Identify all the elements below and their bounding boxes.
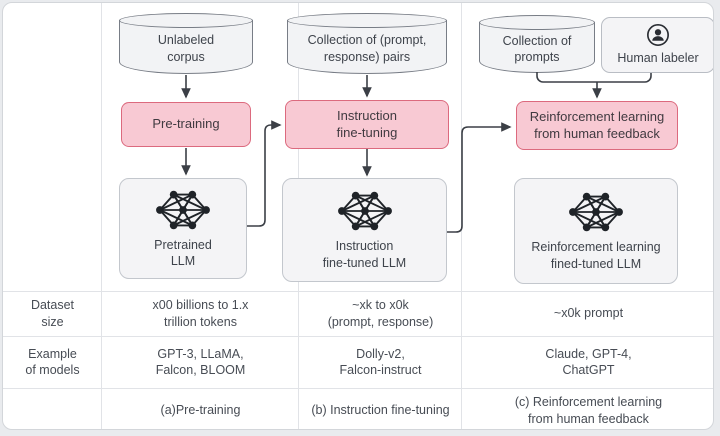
model-pretrained-llm: Pretrained LLM (119, 178, 247, 279)
database-unlabeled-corpus: Unlabeled corpus (119, 13, 253, 74)
human-labeler-box: Human labeler (601, 17, 713, 73)
human-labeler-label: Human labeler (617, 51, 699, 66)
database-cylinder-icon (119, 20, 253, 74)
neural-network-icon (337, 192, 392, 231)
example-models-rlhf: Claude, GPT-4, ChatGPT (545, 346, 632, 378)
row-label-dataset-size: Dataset size (30, 298, 75, 329)
example-models-instruction: Dolly-v2, Falcon-instruct (339, 346, 422, 378)
model-rlhf-finetuned-llm: Reinforcement learning fined-tuned LLM (514, 178, 678, 284)
column-divider (101, 3, 102, 429)
figure-card: Unlabeled corpus Collection of (prompt, … (2, 2, 714, 430)
model-label: Instruction fine-tuned LLM (322, 239, 407, 270)
source-label: Unlabeled corpus (157, 33, 215, 64)
caption-a: (a)Pre-training (160, 403, 241, 418)
process-rlhf: Reinforcement learning from human feedba… (516, 101, 678, 150)
source-label: Collection of prompts (502, 33, 572, 64)
model-instruction-finetuned-llm: Instruction fine-tuned LLM (282, 178, 447, 282)
neural-network-icon (569, 193, 623, 232)
summary-table: Dataset size x00 billions to 1.x trillio… (3, 291, 713, 429)
caption-c: (c) Reinforcement learning from human fe… (514, 395, 663, 426)
database-prompts: Collection of prompts (479, 15, 595, 73)
database-cylinder-icon (287, 20, 447, 74)
row-divider (3, 388, 713, 389)
source-label: Collection of (prompt, response) pairs (307, 33, 427, 64)
row-divider (3, 291, 713, 292)
dataset-size-rlhf: ~x0k prompt (553, 306, 624, 321)
neural-network-icon (156, 190, 210, 229)
row-label-example-models: Example of models (25, 346, 80, 378)
person-icon (647, 24, 669, 47)
dataset-size-pretraining: x00 billions to 1.x trillion tokens (152, 298, 249, 329)
example-models-pretraining: GPT-3, LLaMA, Falcon, BLOOM (155, 346, 246, 378)
caption-empty (3, 388, 102, 429)
process-pretraining: Pre-training (121, 102, 251, 147)
model-label: Reinforcement learning fined-tuned LLM (531, 240, 661, 271)
caption-b: (b) Instruction fine-tuning (311, 403, 450, 418)
database-prompt-response-pairs: Collection of (prompt, response) pairs (287, 13, 447, 74)
process-instruction-finetuning: Instruction fine-tuning (285, 100, 449, 149)
model-label: Pretrained LLM (154, 237, 212, 268)
row-divider (3, 336, 713, 337)
dataset-size-instruction: ~xk to x0k (prompt, response) (327, 298, 434, 329)
